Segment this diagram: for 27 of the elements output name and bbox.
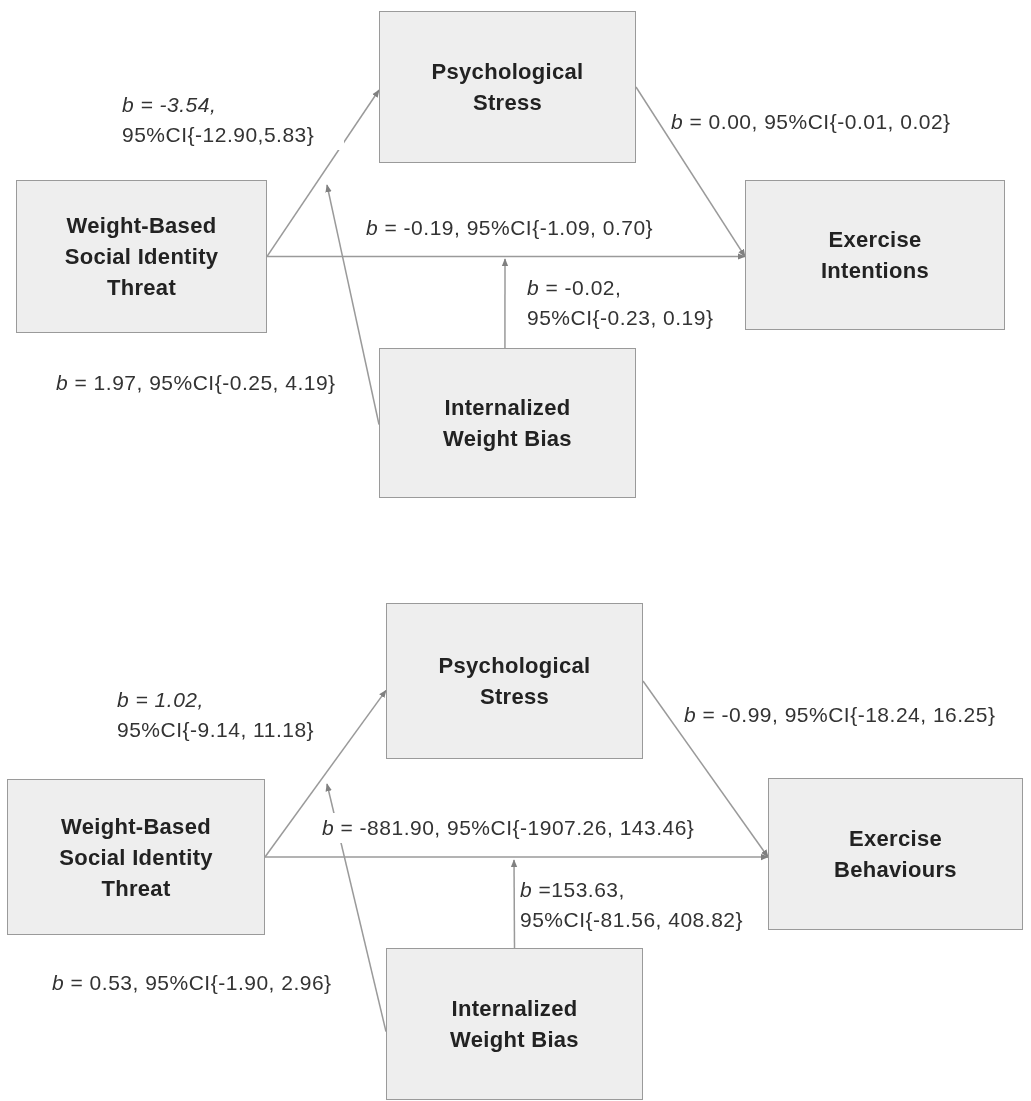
arrow xyxy=(266,253,746,260)
variable-box xyxy=(16,180,267,333)
variable-box xyxy=(768,778,1023,930)
variable-name: Exercise Behaviours xyxy=(833,825,958,884)
variable-name: Exercise Intentions xyxy=(819,226,931,285)
arrow xyxy=(325,783,387,1033)
variable-box xyxy=(379,348,636,498)
variable-box xyxy=(386,948,643,1100)
edge-label: b = -881.90, 95%CI{-1907.26, 143.46} xyxy=(322,813,695,843)
variable-box xyxy=(745,180,1005,330)
variable-box xyxy=(386,603,643,759)
arrow xyxy=(642,680,769,858)
arrow xyxy=(264,853,769,861)
variable-name: Weight-Based Social Identity Threat xyxy=(58,812,214,903)
variable-name: Psychological Stress xyxy=(430,58,585,117)
variable-name: Internalized Weight Bias xyxy=(449,995,580,1054)
variable-name: Weight-Based Social Identity Threat xyxy=(63,212,220,302)
arrow xyxy=(635,86,746,258)
variable-name: Internalized Weight Bias xyxy=(442,394,573,453)
variable-box xyxy=(7,779,265,935)
variable-box xyxy=(379,11,636,163)
arrow xyxy=(264,689,387,858)
variable-name: Psychological Stress xyxy=(437,652,592,711)
arrow xyxy=(510,859,518,949)
arrow xyxy=(501,258,509,349)
arrow xyxy=(325,184,380,426)
arrow xyxy=(266,89,380,258)
